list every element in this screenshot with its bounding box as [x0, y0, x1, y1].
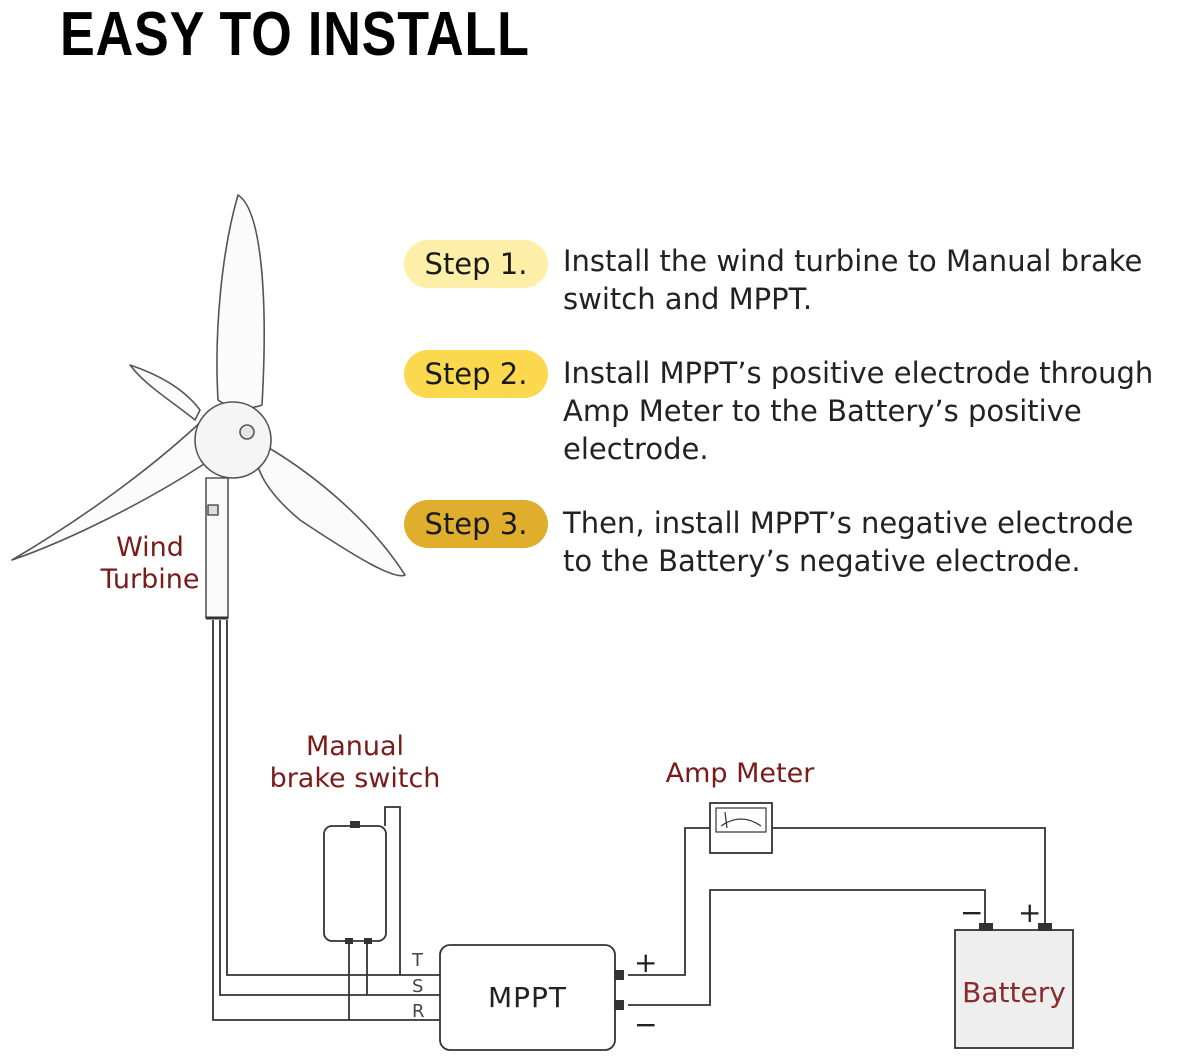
step-2-badge: Step 2. — [404, 350, 548, 398]
wire-positive — [628, 827, 710, 976]
battery-box — [954, 929, 1074, 1049]
wire-brake-t — [384, 806, 401, 975]
battery-label: Battery — [962, 976, 1066, 1009]
wire-turbine-t — [226, 620, 440, 976]
turbine-tail-fin — [129, 364, 201, 421]
wire-turbine-r — [212, 620, 440, 1021]
wind-turbine-label-line-1: Wind — [116, 532, 184, 563]
terminal-t-label: T — [412, 950, 423, 971]
wire-amp-battery — [772, 827, 1046, 928]
step-1-line-2: switch and MPPT. — [563, 282, 813, 316]
amp-meter-label: Amp Meter — [665, 758, 815, 789]
brake-switch-label-line-1: Manual — [305, 731, 405, 762]
step-1-text: Install the wind turbine to Manual brake… — [563, 242, 1200, 318]
brake-switch-label: Manual brake switch — [250, 731, 460, 795]
wind-turbine-label-line-2: Turbine — [100, 564, 200, 595]
battery-plus-label: + — [1018, 896, 1042, 929]
turbine-blade-right — [253, 439, 406, 577]
step-1-line-1: Install the wind turbine to Manual brake — [563, 244, 1143, 278]
step-2-line-3: electrode. — [563, 432, 709, 466]
step-3-text: Then, install MPPT’s negative electrode … — [563, 504, 1200, 580]
brake-switch-label-line-2: brake switch — [269, 763, 441, 794]
terminal-s-label: S — [412, 976, 424, 997]
turbine-hub — [194, 401, 272, 479]
mppt-plus-label: + — [634, 946, 658, 979]
page-title: EASY TO INSTALL — [60, 0, 530, 69]
mppt-box — [439, 944, 616, 1051]
step-2-line-1: Install MPPT’s positive electrode throug… — [563, 356, 1154, 390]
battery-minus-label: − — [960, 896, 984, 929]
wind-turbine-label: Wind Turbine — [90, 532, 210, 596]
turbine-blade-top — [216, 194, 265, 409]
step-1-badge: Step 1. — [404, 240, 548, 288]
wire-negative — [628, 889, 986, 1006]
step-2-text: Install MPPT’s positive electrode throug… — [563, 354, 1200, 468]
step-3-line-2: to the Battery’s negative electrode. — [563, 544, 1081, 578]
step-3-line-1: Then, install MPPT’s negative electrode — [563, 506, 1134, 540]
step-3-badge: Step 3. — [404, 500, 548, 548]
brake-switch-box — [323, 825, 387, 942]
mppt-label: MPPT — [487, 981, 568, 1014]
terminal-r-label: R — [412, 1001, 425, 1022]
mppt-minus-label: − — [634, 1008, 658, 1041]
step-2-line-2: Amp Meter to the Battery’s positive — [563, 394, 1082, 428]
